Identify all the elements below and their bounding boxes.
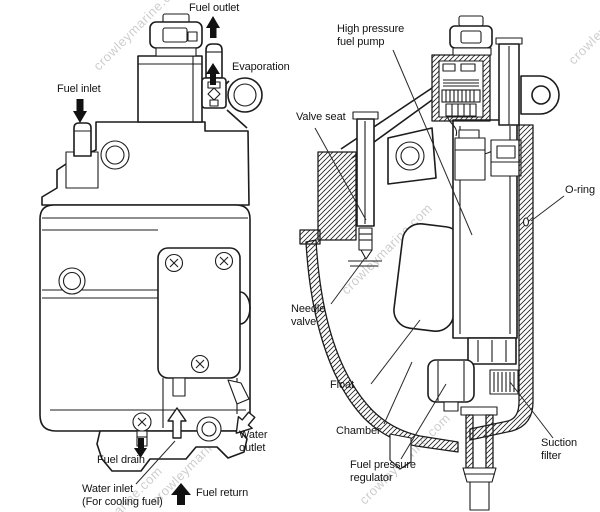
phillips-screw (164, 253, 184, 273)
label-needle-valve-line2: valve (291, 316, 317, 328)
label-fuel-return: Fuel return (196, 487, 249, 499)
label-o-ring: O-ring (565, 184, 595, 196)
inlet-mount-boss (100, 140, 130, 170)
high-pressure-pump-head (431, 54, 491, 122)
fuel-return-arrow-icon (171, 483, 191, 505)
leader-high-pressure-fuel-pump (392, 49, 473, 236)
needle-valve-part (348, 227, 382, 267)
cutaway-mount-boss (395, 141, 425, 171)
leader-fuel-pressure-regulator (400, 383, 447, 460)
water-outlet-arrow-icon (235, 411, 256, 434)
label-water-outlet-line2: outlet (239, 442, 266, 454)
left-diagram-external-view (39, 13, 263, 472)
mounting-ear (520, 75, 560, 115)
electrical-connector (149, 13, 203, 57)
leader-valve-seat (314, 127, 367, 221)
fuel-inlet-barb (73, 122, 92, 157)
return-nipple (172, 377, 186, 397)
return-pipe-flange (495, 37, 523, 45)
label-float: Float (330, 379, 354, 391)
label-fuel-pressure-regulator: Fuel pressure regulator (350, 459, 416, 485)
label-needle-valve-line1: Needle (291, 303, 326, 315)
label-water-inlet: Water inlet (For cooling fuel) (82, 483, 163, 509)
housing-right-wall-section (469, 124, 534, 441)
leader-chamber (383, 361, 413, 425)
side-bump (239, 291, 251, 325)
label-high-pressure-fuel-pump: High pressure fuel pump (337, 23, 404, 49)
water-inlet-arrow-icon (167, 407, 187, 439)
label-chamber: Chamber (336, 425, 381, 437)
valve-seat-pipe-cap (352, 111, 379, 120)
top-mount-boss (227, 77, 263, 113)
fuel-pump-column (137, 55, 203, 123)
mounting-ear-hole (531, 85, 551, 105)
fuel-inlet-arrow-icon (73, 99, 87, 123)
outlet-fitting (227, 379, 250, 405)
leader-lines (135, 49, 565, 485)
mount-boss (58, 267, 86, 295)
label-regulator-line2: regulator (350, 472, 393, 484)
label-water-outlet-line1: Water (239, 429, 268, 441)
leader-suction-filter (509, 381, 554, 439)
outlet-pipe (460, 406, 498, 511)
fuel-inlet-pedestal (65, 151, 99, 189)
label-needle-valve: Needle valve (291, 303, 325, 329)
watermark: crowleymarine.com (565, 0, 600, 67)
fuel-drain-arrow-icon (134, 438, 147, 458)
label-water-outlet: Water outlet (239, 429, 268, 455)
fuel-outlet-arrow-icon (206, 16, 220, 38)
label-water-inlet-line2: (For cooling fuel) (82, 496, 163, 508)
chamber-wall-section (305, 239, 459, 453)
label-water-inlet-line1: Water inlet (82, 483, 134, 495)
front-cover-plate (157, 247, 241, 379)
label-hp-pump-line2: fuel pump (337, 36, 385, 48)
label-suction-filter-line2: filter (541, 450, 562, 462)
label-hp-pump-line1: High pressure (337, 23, 405, 35)
leader-float (370, 319, 421, 385)
evaporation-arrow-icon (206, 63, 220, 85)
mounting-flange-section (317, 151, 357, 241)
label-regulator-line1: Fuel pressure (350, 459, 416, 471)
water-outlet-boss (196, 416, 222, 442)
water-outlet-hole (201, 421, 217, 437)
leader-needle-valve (330, 257, 366, 305)
label-fuel-outlet: Fuel outlet (189, 2, 240, 14)
right-diagram-cutaway-view (299, 15, 560, 511)
label-suction-filter-line1: Suction (541, 437, 577, 449)
mount-boss-hole (62, 271, 82, 291)
label-suction-filter: Suction filter (541, 437, 577, 463)
label-evaporation: Evaporation (232, 61, 290, 73)
flow-arrows (73, 16, 256, 505)
cutaway-electrical-connector (449, 15, 493, 56)
label-fuel-inlet: Fuel inlet (57, 83, 101, 95)
o-ring-part (522, 217, 530, 227)
phillips-screw (190, 354, 210, 374)
suction-filter-part (489, 369, 519, 395)
phillips-screw (214, 251, 234, 271)
leader-water-inlet (135, 440, 176, 485)
label-fuel-drain: Fuel drain (97, 454, 145, 466)
leader-o-ring (530, 195, 565, 222)
body-seam-lines (42, 217, 248, 428)
chamber-sump (389, 433, 412, 470)
fuel-pressure-regulator-part (427, 359, 475, 412)
label-valve-seat: Valve seat (296, 111, 346, 123)
